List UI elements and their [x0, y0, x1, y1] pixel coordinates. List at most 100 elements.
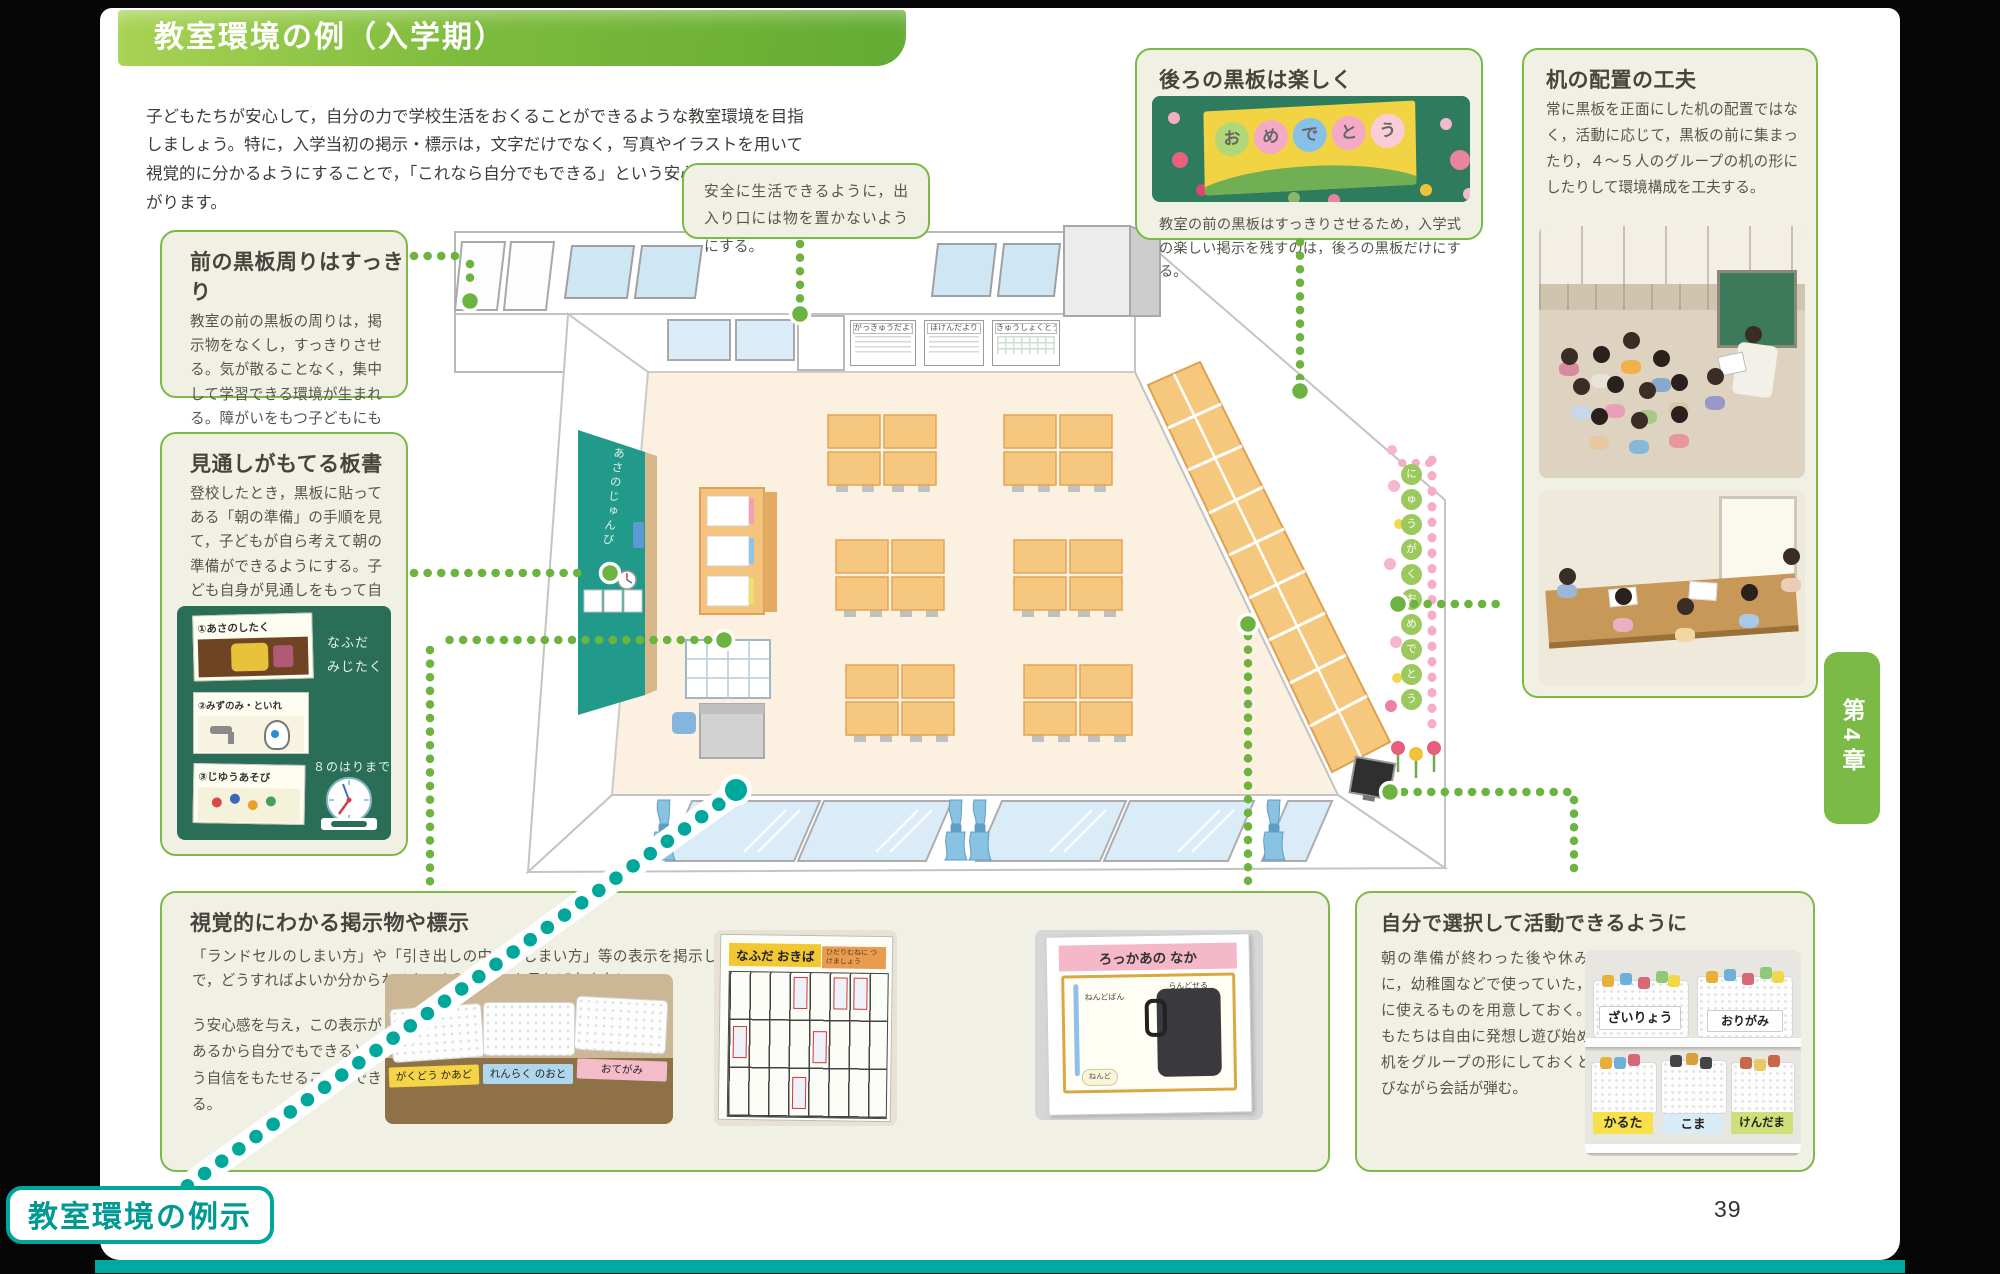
page-title-banner: 教室環境の例（入学期） — [118, 10, 906, 66]
box-title: 見通しがもてる板書 — [190, 453, 383, 476]
basket — [573, 995, 669, 1055]
poster-sketch — [997, 335, 1055, 354]
shelf-label: けんだま — [1731, 1112, 1793, 1134]
poster-label: きゅうしょくとうばん — [995, 323, 1057, 334]
box-rear-board: 後ろの黒板は楽しく おめでとう 教室の前の黒板はすっきりさせるため，入学式の楽し… — [1135, 48, 1483, 280]
page-number: 39 — [1714, 1196, 1742, 1222]
box-title: 前の黒板周りはすっきり — [190, 251, 405, 304]
shelf — [1585, 1144, 1801, 1153]
basket — [389, 1002, 485, 1064]
name-grid — [726, 970, 889, 1120]
chapter-tab-label: 第4章 — [1839, 698, 1865, 778]
locker-drawing: ねんどばん らんどせる ねんど — [1061, 972, 1238, 1094]
kids-doodle — [197, 787, 301, 823]
flower-decorations — [1168, 112, 1180, 124]
morning-routine-board-photo: ①あさのしたく なふだ みじたく ②みずのみ・といれ ③じゆうあそび ８のはりま… — [177, 606, 391, 840]
clay-board — [1073, 984, 1080, 1077]
name-tag-board-photo: なふだ おきば ひだりむねに つけましょう — [714, 930, 897, 1126]
shelf-label: かるた — [1593, 1112, 1653, 1134]
name-card — [833, 977, 848, 1010]
faucet-toilet-doodle — [198, 716, 304, 752]
routine-card-title: ②みずのみ・といれ — [198, 701, 283, 712]
basket-kendama — [1731, 1057, 1795, 1114]
board-note: ひだりむねに つけましょう — [821, 946, 887, 970]
box-desk-layout: 机の配置の工夫 常に黒板を正面にした机の配置ではなく，活動に応じて，黒板の前に集… — [1522, 48, 1818, 698]
box-visible-plan: 見通しがもてる板書 登校したとき，黒板に貼ってある「朝の準備」の手順を見て，子ど… — [160, 432, 408, 856]
play-shelves-photo: ざいりょう おりがみ かるた こま けんだま — [1585, 950, 1801, 1156]
clock-base — [321, 818, 377, 830]
paper — [1688, 581, 1718, 601]
chalk-text: みじたく — [327, 659, 384, 674]
basket-label: がくどう かあど — [388, 1064, 480, 1088]
name-card — [853, 977, 868, 1010]
routine-card-3: ③じゆうあそび — [192, 763, 306, 825]
window — [1719, 496, 1797, 584]
name-tag-board: なふだ おきば ひだりむねに つけましょう — [717, 933, 894, 1123]
basket-label: おてがみ — [576, 1058, 668, 1082]
chalkboard — [1717, 270, 1797, 348]
box-visual-signs: 視覚的にわかる掲示物や標示 「ランドセルのしまい方」や「引き出しの中へのしまい方… — [160, 891, 1330, 1172]
box-title: 後ろの黒板は楽しく — [1159, 69, 1353, 92]
locker-card: ろっかあの なか ねんどばん らんどせる ねんど — [1045, 933, 1253, 1116]
chapter-tab: 第4章 — [1824, 652, 1880, 824]
locker-card-title: ろっかあの なか — [1058, 942, 1238, 972]
box-body: 常に黒板を正面にした机の配置ではなく，活動に応じて，黒板の前に集まったり，４～５… — [1546, 102, 1798, 196]
label-clay: ねんど — [1081, 1068, 1119, 1087]
congrats-word: おめでとう — [1204, 112, 1416, 157]
box-self-choice: 自分で選択して活動できるように 朝の準備が終わった後や休み時間に，幼稚園などで使… — [1355, 891, 1815, 1172]
box-body: 教室の前の黒板の周りは，掲示物をなくし，すっきりさせる。気が散ることなく，集中し… — [190, 314, 382, 451]
intro-paragraph: 子どもたちが安心して，自分の力で学校生活をおくることができるような教室環境を目指… — [146, 107, 813, 212]
name-card — [791, 1076, 807, 1110]
box-safety-note: 安全に生活できるように，出入り口には物を置かないようにする。 — [682, 163, 930, 255]
box-body: 安全に生活できるように，出入り口には物を置かないようにする。 — [704, 184, 908, 255]
poster-lunch-duty: きゅうしょくとうばん — [992, 320, 1060, 366]
children-heads — [1561, 348, 1578, 365]
poster-sketch — [855, 335, 911, 354]
box-body: 朝の準備が終わった後や休み時間に，幼稚園などで使っていた，自由に使えるものを用意… — [1381, 951, 1621, 1097]
bottom-accent-bar — [95, 1260, 1905, 1273]
routine-card-title: ①あさのしたく — [197, 621, 270, 636]
poster-class-news: がっきゅうだより — [850, 320, 916, 366]
randoseru — [1156, 987, 1222, 1077]
shelf-label: おりがみ — [1707, 1010, 1783, 1032]
routine-card-2: ②みずのみ・といれ — [193, 692, 309, 754]
rear-board-photo: おめでとう — [1152, 96, 1470, 202]
shelf — [1585, 1038, 1801, 1047]
basket-koma — [1661, 1055, 1727, 1114]
name-card — [812, 1031, 827, 1064]
rear-blackboard-display-text: にゅうがくおめでとう — [1401, 464, 1425, 710]
paper — [1608, 586, 1638, 608]
gathering-at-board-photo — [1539, 226, 1805, 478]
clock — [319, 774, 379, 834]
poster-label: ほけんだより — [927, 323, 981, 334]
board-title: なふだ おきば — [728, 942, 822, 968]
shelf-label: ざいりょう — [1599, 1006, 1681, 1030]
box-body-left: う安心感を与え，この表示があるから自分でもできるという自信をもたせることができる… — [192, 1018, 382, 1113]
children-heads — [1559, 568, 1576, 585]
shelf-label: こま — [1663, 1114, 1723, 1134]
basket — [483, 1002, 575, 1056]
box-title: 自分で選択して活動できるように — [1381, 913, 1688, 935]
routine-card-1: ①あさのしたく — [192, 612, 314, 682]
name-card — [793, 976, 808, 1010]
poster-health-news: ほけんだより — [924, 320, 984, 366]
teacher-head — [1745, 326, 1762, 343]
grouped-desks — [1545, 573, 1799, 649]
poster-label: がっきゅうだより — [853, 323, 913, 334]
children-bodies — [1559, 362, 1579, 376]
box-title: 机の配置の工夫 — [1546, 69, 1697, 92]
footer-label: 教室環境の例示 — [6, 1186, 274, 1244]
children-bodies — [1557, 584, 1577, 598]
cubby-photo — [197, 636, 309, 678]
label-clay-board: ねんどばん — [1084, 992, 1125, 1003]
chalk-clock-note: ８のはりまで — [313, 760, 391, 774]
chalk-text: なふだ — [327, 635, 370, 650]
basket-label: れんらく のおと — [483, 1064, 573, 1084]
routine-card-title: ③じゆうあそび — [198, 771, 271, 785]
group-desks-photo — [1539, 490, 1805, 686]
name-card — [732, 1025, 748, 1059]
baskets-photo: がくどう かあど れんらく のおと おてがみ — [385, 974, 673, 1124]
basket-karuta — [1591, 1057, 1657, 1114]
page-title: 教室環境の例（入学期） — [154, 21, 506, 54]
